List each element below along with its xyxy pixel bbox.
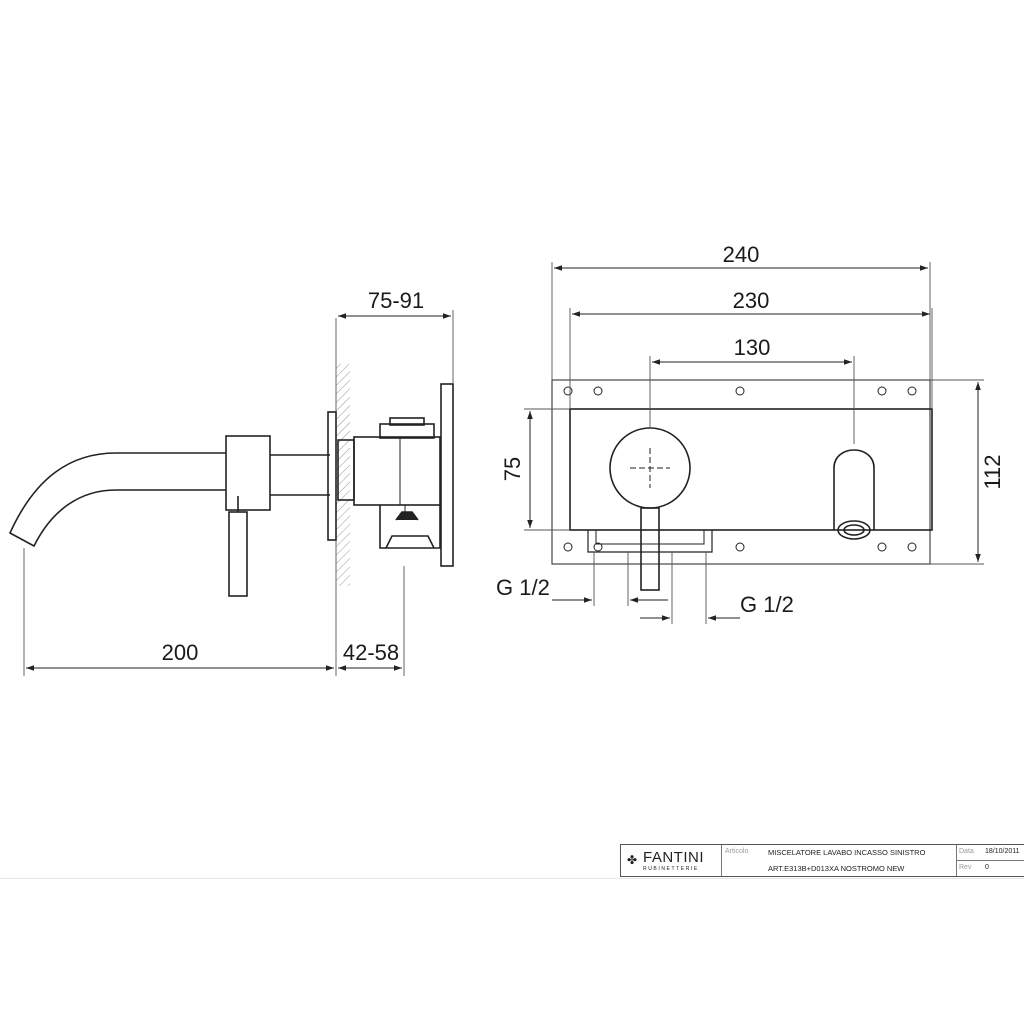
rev-value: 0: [985, 864, 989, 871]
logo-mark-icon: ✤: [627, 853, 638, 867]
back-plate: [440, 383, 454, 567]
mixer-body: [353, 436, 441, 506]
thread-right-label: G 1/2: [740, 592, 794, 617]
date-row: Data 18/10/2011: [957, 845, 1024, 861]
side-view: [8, 318, 454, 676]
wall-flange: [327, 411, 337, 541]
title-block-meta: Data 18/10/2011 Rev 0: [956, 845, 1024, 876]
screw-holes: [563, 386, 917, 552]
article-label: Articolo: [725, 848, 749, 855]
rev-label: Rev: [959, 864, 972, 871]
lever-handle: [228, 511, 248, 597]
date-label: Data: [959, 848, 974, 855]
dim-axis-distance-label: 130: [734, 335, 771, 360]
rev-row: Rev 0: [957, 861, 1024, 876]
thread-left-label: G 1/2: [496, 575, 550, 600]
dim-plate-height-label: 112: [980, 454, 1005, 489]
spout-outlet: [833, 449, 875, 530]
description-line1: MISCELATORE LAVABO INCASSO SINISTRO: [768, 848, 926, 857]
front-view-dimensions: [524, 262, 984, 624]
description-line2: ART.E313B+D013XA NOSTROMO NEW: [768, 864, 905, 873]
brand-logo: ✤ FANTINI RUBINETTERIE: [621, 845, 722, 876]
spout-collar: [225, 435, 271, 511]
dim-depth-label: 75-91: [368, 288, 424, 313]
dim-total-width-label: 240: [723, 242, 760, 267]
front-lever: [640, 507, 660, 591]
logo-name: FANTINI: [643, 849, 705, 866]
logo-subtitle: RUBINETTERIE: [643, 866, 699, 872]
dim-wall-label: 42-58: [343, 640, 399, 665]
dim-plate-width-label: 230: [733, 288, 770, 313]
date-value: 18/10/2011: [985, 848, 1020, 855]
mounting-frame: [551, 379, 931, 565]
page-divider: [0, 878, 1024, 879]
title-block: ✤ FANTINI RUBINETTERIE Articolo MISCELAT…: [620, 844, 1024, 877]
front-view: [551, 379, 933, 591]
dim-inner-height-label: 75: [500, 457, 525, 481]
dim-spout-label: 200: [162, 640, 199, 665]
side-view-dimensions: [23, 310, 454, 676]
wall-hatching: [336, 364, 350, 586]
cover-plate: [569, 408, 933, 531]
spout: [8, 452, 226, 548]
